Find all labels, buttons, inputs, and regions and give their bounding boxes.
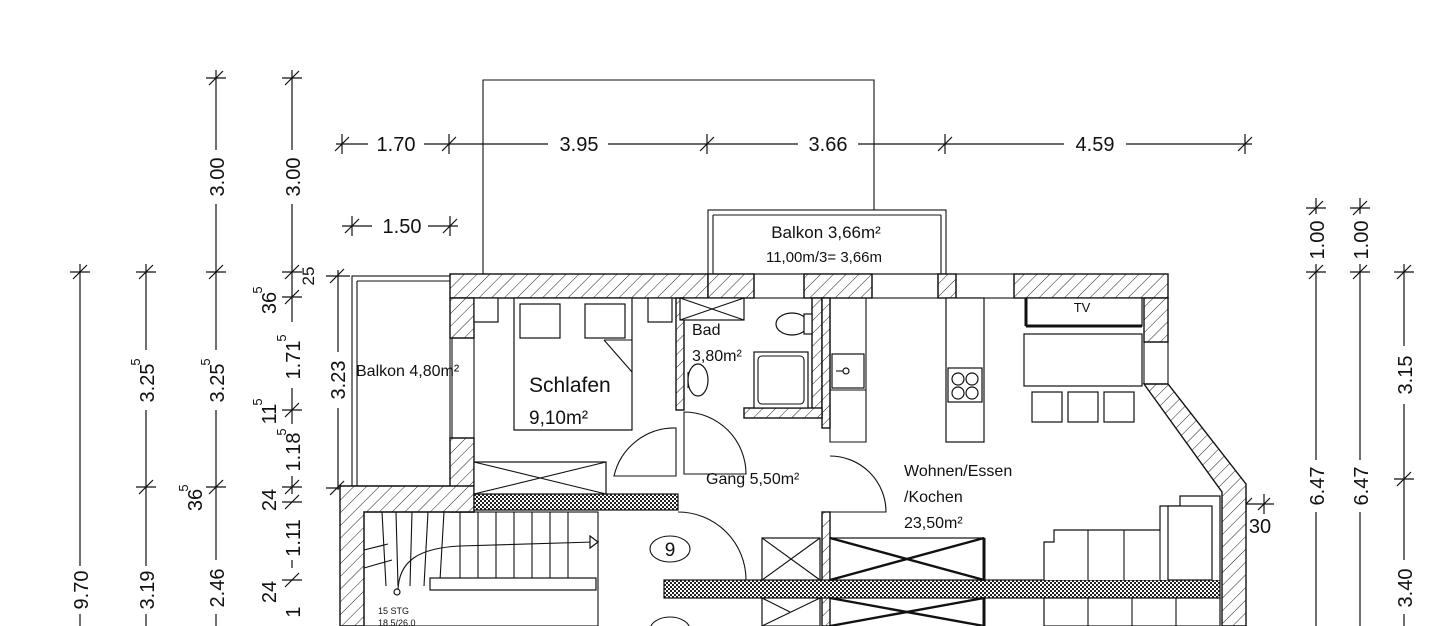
superscript-5: 5 (198, 358, 213, 365)
superscript-5: 5 (128, 358, 143, 365)
bedroom-name: Schlafen (529, 374, 611, 397)
dim-left-c2-1: 3.25 (137, 364, 159, 403)
hall: Gang 5,50m² 9 (613, 411, 887, 626)
tv-label: TV (1074, 300, 1091, 315)
dim-top-3: 3.66 (809, 134, 848, 156)
bedroom: Schlafen 9,10m² (473, 297, 673, 495)
top-balcony-outline: Balkon 3,66m² 11,00m/3= 3,66m (482, 79, 947, 275)
stairs-label-1: 15 STG (378, 606, 409, 616)
walls (339, 273, 1247, 626)
dim-left-small-24a: 24 (259, 489, 281, 511)
dim-top-4: 4.59 (1076, 134, 1115, 156)
staircase: 15 STG 18,5/26,0 (363, 511, 599, 626)
dim-left-small-25: 25 (299, 267, 318, 286)
dim-right-b-1: 1.00 (1351, 221, 1373, 260)
dim-left-c4-1: 3.00 (283, 158, 305, 197)
dim-left-c2-2: 3.19 (137, 571, 159, 610)
dim-left-c5-1: 3.23 (328, 361, 350, 400)
dim-left-c3-1: 3.00 (207, 158, 229, 197)
dim-right-c-2: 3.40 (1395, 569, 1417, 608)
dim-left-small-24b: 24 (259, 581, 281, 603)
dim-left-c4-2: 1.71 (283, 341, 305, 380)
bath-area: 3,80m² (692, 348, 742, 365)
balkon-top-calc: 11,00m/3= 3,66m (766, 249, 882, 266)
dim-right-a-2: 6.47 (1307, 467, 1329, 506)
bedroom-area: 9,10m² (529, 408, 588, 429)
superscript-5: 5 (274, 334, 289, 341)
left-dimension-chains: 9.70 3.25 5 3.19 3.00 3.25 5 2.46 36 5 (70, 70, 350, 626)
superscript-5: 5 (274, 428, 289, 435)
dim-left-total: 9.70 (71, 571, 93, 610)
dim-left-small-36: 36 (259, 292, 281, 314)
dim-top-1: 1.70 (377, 134, 416, 156)
dim-left-c4-5: 1 (283, 606, 305, 617)
dim-right-a-1: 1.00 (1307, 221, 1329, 260)
living-name-1: Wohnen/Essen (904, 463, 1012, 480)
superscript-5: 5 (250, 398, 265, 405)
living-area: 23,50m² (904, 515, 963, 532)
step-marker: 9 (665, 540, 676, 561)
living-kitchen: TV Wohnen/Essen /Kochen 23,50m² (761, 297, 1221, 626)
dim-left-small-1: 36 (185, 489, 207, 511)
bathroom: Bad 3,80m² (679, 297, 813, 409)
superscript-5: 5 (176, 484, 191, 491)
dim-balcony-projection: 1.50 (383, 216, 422, 238)
dim-right-c-1: 3.15 (1395, 356, 1417, 395)
living-name-2: /Kochen (904, 489, 963, 506)
dim-left-c4-4: 1.11 (283, 519, 305, 556)
hall-label: Gang 5,50m² (706, 471, 800, 488)
dim-right-offset: 30 (1249, 516, 1271, 538)
superscript-5: 5 (250, 286, 265, 293)
left-balcony: Balkon 4,80m² (351, 275, 460, 487)
dim-left-c3-3: 2.46 (207, 569, 229, 608)
top-dimension-chain: 1.70 3.95 3.66 4.59 (334, 134, 1253, 156)
dim-right-b-2: 6.47 (1351, 467, 1373, 506)
right-dimension-chains: 1.00 6.47 1.00 6.47 3.15 3.40 30 (1236, 198, 1417, 626)
balkon-left-label: Balkon 4,80m² (356, 363, 460, 380)
dim-top-2: 3.95 (560, 134, 599, 156)
dim-left-c4-3: 1.18 (283, 433, 305, 472)
stairs-label-2: 18,5/26,0 (378, 618, 416, 626)
dim-left-c3-2: 3.25 (207, 364, 229, 403)
balkon-top-name: Balkon 3,66m² (771, 223, 881, 242)
dim-left-small-11: 11 (259, 404, 281, 425)
bath-name: Bad (692, 322, 720, 339)
balcony-projection-dimension: 1.50 (342, 216, 458, 238)
